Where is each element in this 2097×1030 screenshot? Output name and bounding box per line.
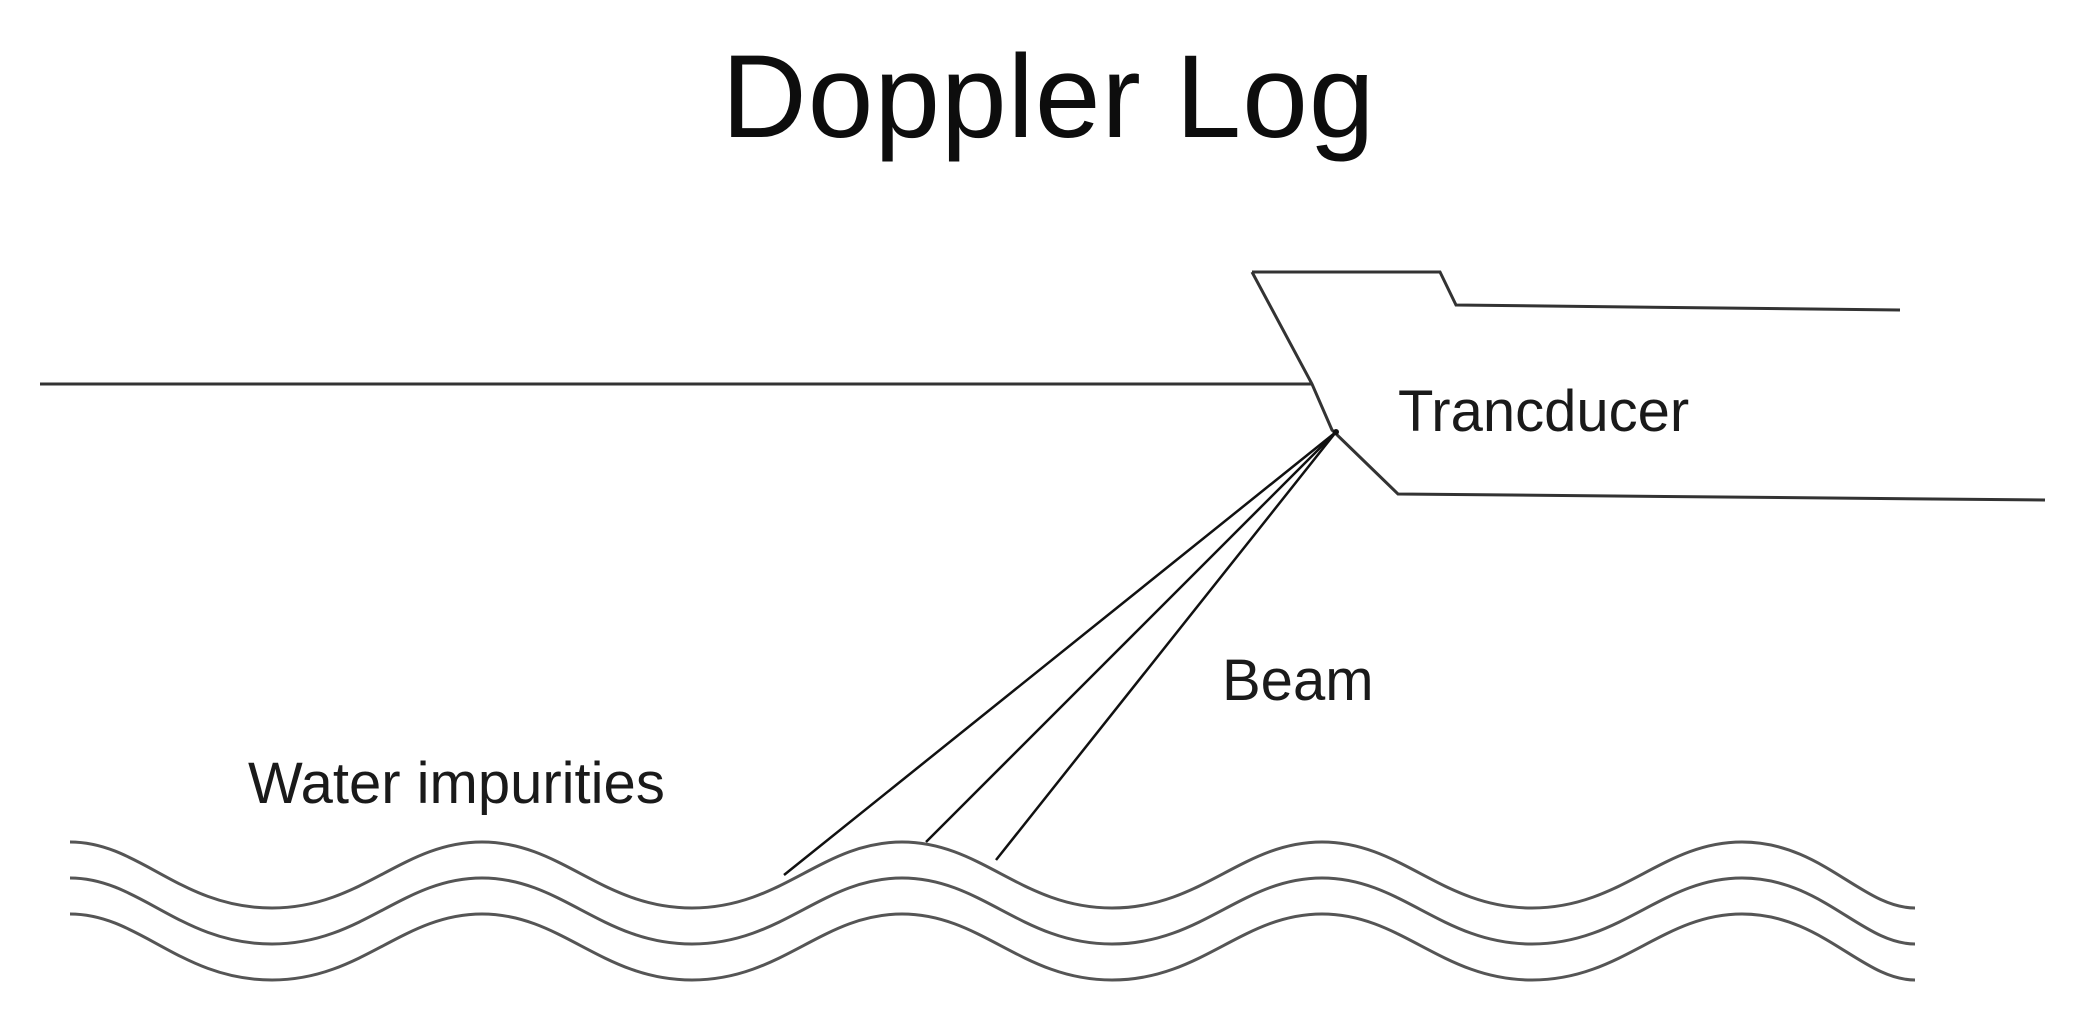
impurity-wave-1 [69, 840, 1916, 910]
ship-hull-outline [1252, 270, 1901, 312]
transducer-label: Trancducer [1398, 379, 1690, 444]
diagram-title: Doppler Log [721, 31, 1376, 163]
beam-line-2 [925, 431, 1337, 843]
water-impurity-waves [69, 840, 1916, 982]
beam-lines [783, 431, 1337, 876]
impurity-wave-2 [69, 876, 1916, 946]
impurity-wave-3 [69, 912, 1916, 982]
water-impurities-label: Water impurities [248, 751, 665, 816]
ship-hull-bow [1250, 271, 2046, 502]
beam-label: Beam [1222, 648, 1374, 713]
beam-line-3 [995, 431, 1337, 861]
beam-line-1 [783, 431, 1337, 876]
